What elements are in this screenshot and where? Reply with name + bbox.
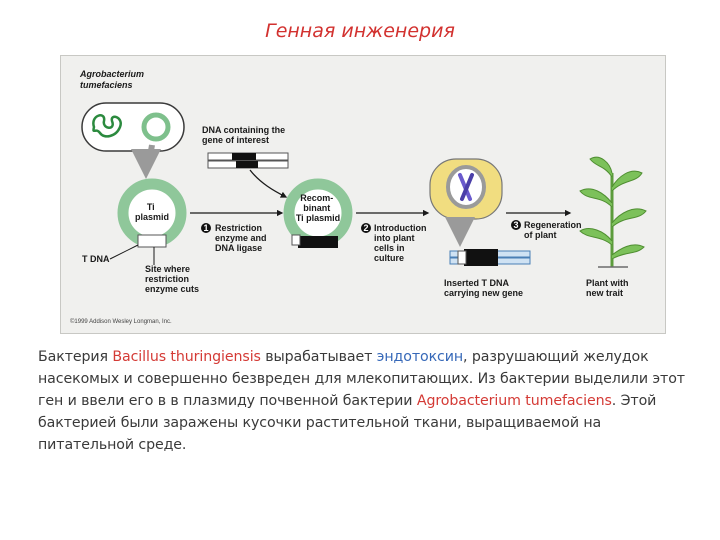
species-bacillus: Bacillus thuringiensis	[112, 349, 261, 365]
plant-illustration	[579, 156, 647, 268]
step-1-number: 1	[203, 223, 208, 233]
inserted-t-dna-label: Inserted T DNA carrying new gene	[444, 278, 523, 298]
inserted-t-dna-left	[291, 234, 301, 246]
t-dna-pointer	[109, 244, 139, 260]
plant-label: Plant with new trait	[586, 278, 631, 298]
ti-plasmid-label: Ti plasmid	[135, 202, 169, 222]
species-agrobacterium: Agrobacterium tumefaciens	[416, 393, 612, 409]
recombinant-label: Recom- binant Ti plasmid	[296, 193, 340, 223]
chromosome-2	[460, 173, 474, 201]
inserted-gene	[298, 236, 338, 248]
paragraph-part-2: вырабатывает	[260, 349, 377, 365]
t-dna-label: T DNA	[82, 254, 110, 264]
paragraph-part-3: , разрушающий желудок насекомых и соверш…	[38, 349, 685, 409]
agrobacterium-label: Agrobacterium tumefaciens	[79, 69, 147, 90]
step-3-number: 3	[513, 220, 518, 230]
step-2-badge	[361, 223, 371, 233]
gene-of-interest	[232, 153, 256, 160]
step-2-number: 2	[363, 223, 368, 233]
step-2-label: Introduction into plant cells in culture	[374, 223, 429, 263]
inserted-t-dna-white	[457, 250, 467, 265]
bacterial-chromosome	[92, 114, 122, 138]
slide-title: Генная инженерия	[265, 20, 455, 42]
copyright-text: ©1999 Addison Wesley Longman, Inc.	[70, 318, 172, 325]
step-1-badge	[201, 223, 211, 233]
t-dna-segment	[137, 234, 167, 248]
dna-gene-label: DNA containing the gene of interest	[202, 125, 288, 145]
description-paragraph: Бактерия Bacillus thuringiensis вырабаты…	[38, 346, 688, 456]
gray-arrow-down	[131, 144, 162, 179]
toxin-term: эндотоксин	[376, 349, 464, 365]
step-3-label: Regeneration of plant	[524, 220, 584, 240]
paragraph-part-1: Бактерия	[38, 349, 113, 365]
ti-plasmid-small	[141, 112, 171, 142]
step-3-badge	[511, 220, 521, 230]
step-1-label: Restriction enzyme and DNA ligase	[215, 223, 269, 253]
genetic-engineering-diagram: Agrobacterium tumefaciens Ti plasmid T D…	[60, 55, 666, 334]
restriction-site-label: Site where restriction enzyme cuts	[145, 264, 199, 294]
paragraph-part-4: . Этой бактерией были заражены кусочки р…	[38, 393, 657, 453]
gene-of-interest-2	[236, 161, 258, 168]
inserted-t-dna-block	[464, 249, 498, 266]
gene-arrow	[249, 169, 288, 198]
